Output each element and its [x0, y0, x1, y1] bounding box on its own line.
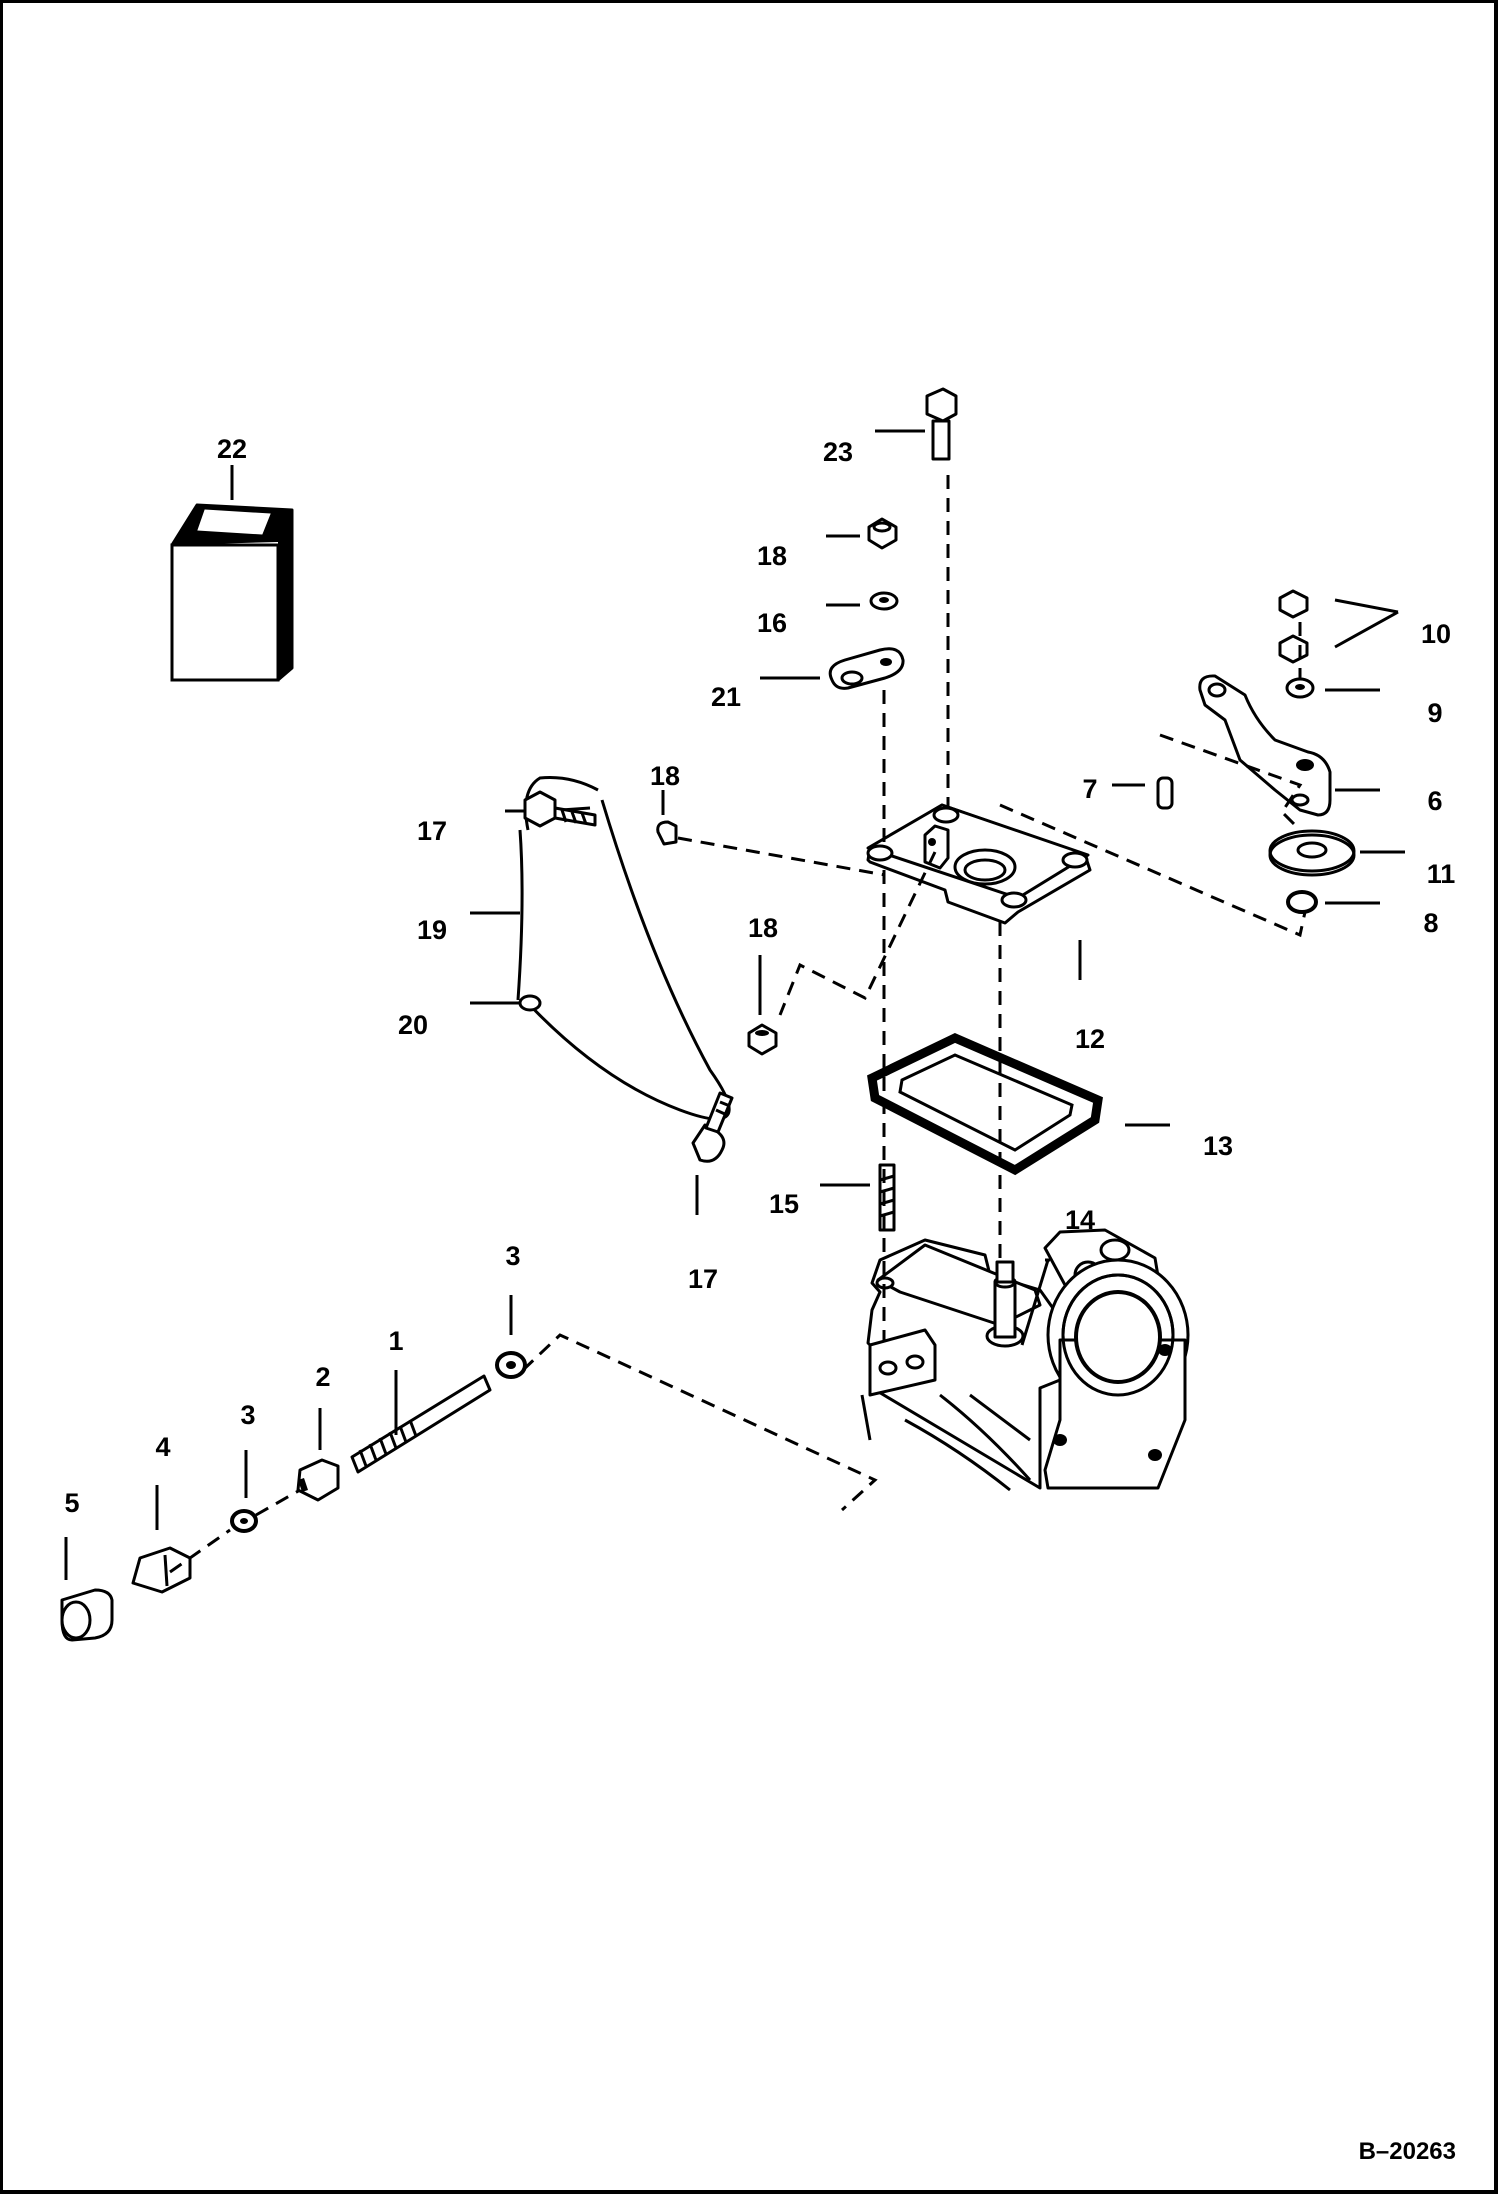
callout-13: 13 — [1203, 1131, 1233, 1161]
part-16-washer — [869, 591, 899, 611]
assembly-lines — [169, 475, 1307, 1574]
callout-6: 6 — [1427, 786, 1442, 816]
part-18-nut-low — [747, 1023, 778, 1056]
callout-18-top: 18 — [757, 541, 787, 571]
part-3-washer-left — [230, 1509, 258, 1533]
callout-3-left: 3 — [240, 1400, 255, 1430]
part-14-shaft — [985, 1260, 1025, 1348]
callout-18-low: 18 — [748, 913, 778, 943]
figure-id: B–20263 — [1359, 2138, 1456, 2165]
part-10-nuts — [1278, 589, 1309, 664]
callout-7: 7 — [1082, 774, 1097, 804]
part-3-washer-right — [495, 1351, 527, 1379]
callout-3-right: 3 — [505, 1241, 520, 1271]
callout-21: 21 — [711, 682, 741, 712]
part-9-washer — [1285, 677, 1315, 699]
part-13-gasket — [867, 1033, 1103, 1176]
callout-labels: 22 23 18 16 21 18 17 19 20 18 12 13 14 1… — [64, 434, 1456, 2165]
part-21-plate — [828, 647, 905, 690]
part-2-nut — [296, 1458, 340, 1502]
callout-10: 10 — [1421, 619, 1451, 649]
callout-1: 1 — [388, 1326, 403, 1356]
part-17-bolt-top — [523, 790, 597, 828]
leader-lines — [64, 429, 1405, 1580]
part-19-cable — [516, 776, 731, 1121]
callout-9: 9 — [1427, 698, 1442, 728]
callout-18-mid: 18 — [650, 761, 680, 791]
callout-15: 15 — [769, 1189, 799, 1219]
callout-8: 8 — [1423, 908, 1438, 938]
part-17-bolt-bottom — [691, 1091, 734, 1163]
part-7-key — [1156, 776, 1174, 810]
callout-19: 19 — [417, 915, 447, 945]
callout-2: 2 — [315, 1362, 330, 1392]
callout-23: 23 — [823, 437, 853, 467]
part-12-cover — [866, 803, 1092, 925]
callout-5: 5 — [64, 1488, 79, 1518]
callout-22: 22 — [217, 434, 247, 464]
part-20-clip — [518, 994, 542, 1012]
part-22-filter-box — [170, 503, 294, 682]
callout-17-top: 17 — [417, 816, 447, 846]
callout-12: 12 — [1075, 1024, 1105, 1054]
callout-16: 16 — [757, 608, 787, 638]
callout-20: 20 — [398, 1010, 428, 1040]
part-8-oring — [1286, 890, 1318, 914]
callout-14: 14 — [1065, 1205, 1095, 1235]
part-6-lever — [1198, 674, 1332, 817]
part-15-stud — [878, 1163, 896, 1232]
engine-gear-case — [860, 1228, 1190, 1492]
part-18-nut-mid — [656, 820, 678, 846]
part-5-cap — [60, 1588, 114, 1642]
part-1-rod — [350, 1374, 492, 1474]
callout-4: 4 — [155, 1432, 170, 1462]
part-4-coupling — [131, 1546, 192, 1594]
callout-11: 11 — [1427, 859, 1456, 889]
part-18-nut-top — [867, 517, 898, 550]
callout-17-bottom: 17 — [688, 1264, 718, 1294]
part-23-bolt — [925, 387, 958, 461]
part-11-washer — [1268, 829, 1356, 877]
